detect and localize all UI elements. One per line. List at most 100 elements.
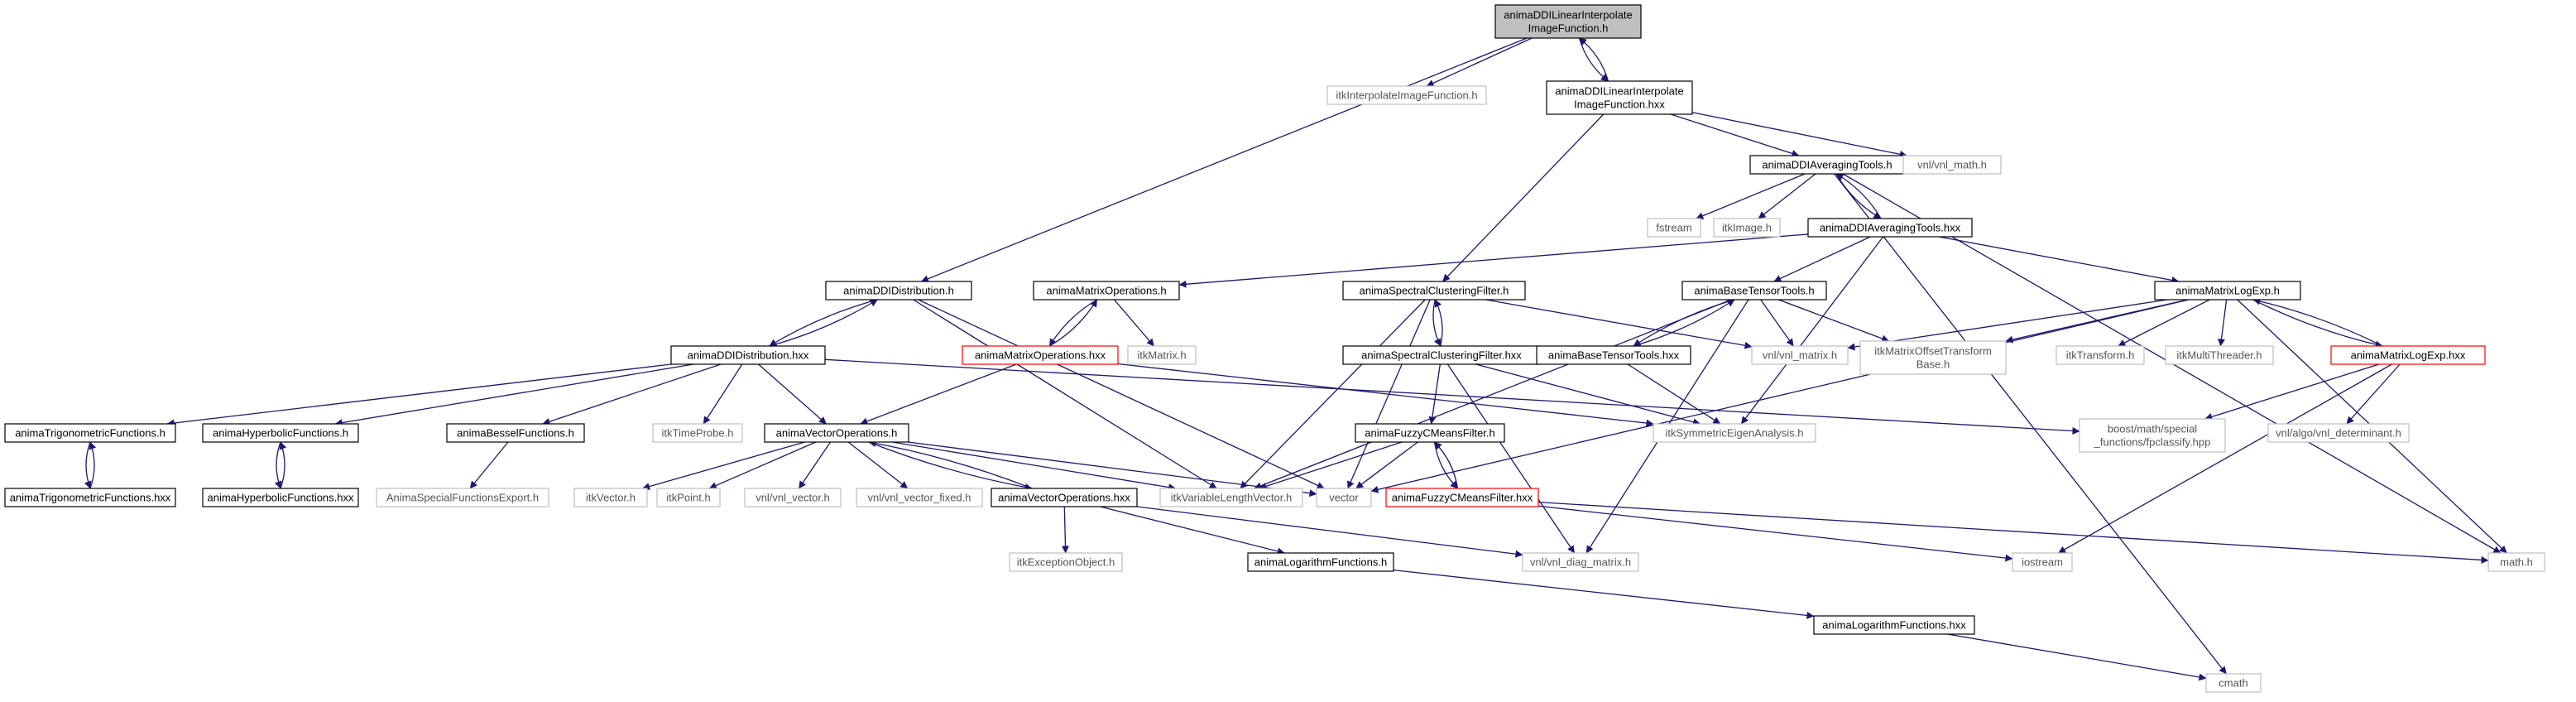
include-edge-avgToolsH-to-itkImage xyxy=(1758,173,1816,219)
file-node-vnlMath: vnl/vnl_math.h xyxy=(1902,155,2002,175)
include-edge-avgToolsH-to-avgToolsHxx xyxy=(1835,173,1882,219)
file-node-logH[interactable]: animaLogarithmFunctions.h xyxy=(1247,552,1394,572)
node-label: vnl/vnl_math.h xyxy=(1917,159,1987,171)
node-box xyxy=(2267,423,2410,443)
include-edge-fuzzyH-to-fuzzyHxx xyxy=(1433,441,1458,489)
include-edge-matOpsH-to-matOpsHxx xyxy=(1048,299,1098,347)
file-node-vnlMatrix: vnl/vnl_matrix.h xyxy=(1751,345,1849,365)
node-label: vnl/vnl_vector.h xyxy=(756,492,830,504)
file-node-matOpsH[interactable]: animaMatrixOperations.h xyxy=(1033,281,1180,301)
node-label: animaTrigonometricFunctions.hxx xyxy=(10,492,171,504)
include-edge-hypHxx-to-hypH xyxy=(279,441,287,489)
node-label: vnl/vnl_matrix.h xyxy=(1763,349,1837,362)
node-label: math.h xyxy=(2500,556,2533,569)
include-edge-fuzzyHxx-to-iostream xyxy=(1537,505,2013,562)
file-node-avgToolsH[interactable]: animaDDIAveragingTools.h xyxy=(1749,155,1905,175)
node-box xyxy=(1385,488,1539,507)
node-box xyxy=(1653,423,1816,443)
include-edge-avgToolsHxx-to-matLogExpH xyxy=(1938,236,2180,284)
file-node-rootHxx[interactable]: animaDDILinearInterpolateImageFunction.h… xyxy=(1546,80,1693,115)
include-edge-matOpsHxx-to-matOpsH xyxy=(1048,299,1098,347)
include-edge-rootHxx-to-vnlMath xyxy=(1691,112,1907,158)
file-node-mathH: math.h xyxy=(2487,552,2545,572)
node-label: AnimaSpecialFunctionsExport.h xyxy=(386,492,539,504)
file-node-fuzzyHxx[interactable]: animaFuzzyCMeansFilter.hxx xyxy=(1385,488,1539,507)
include-edge-vecOpsHxx-to-itkExcept xyxy=(1062,506,1069,554)
include-edge-vecOpsH-to-vnlVector xyxy=(798,441,832,489)
node-box xyxy=(825,281,972,301)
node-label: vnl/algo/vnl_determinant.h xyxy=(2276,427,2401,440)
file-node-vector: vector xyxy=(1316,488,1372,507)
file-node-ddiDistH[interactable]: animaDDIDistribution.h xyxy=(825,281,972,301)
node-label: _functions/fpclassify.hpp xyxy=(2094,436,2211,449)
node-box xyxy=(1751,345,1849,365)
include-edge-matOpsHxx-to-vecOpsH xyxy=(860,363,1017,426)
file-node-besselH[interactable]: animaBesselFunctions.h xyxy=(446,423,585,443)
node-label: animaMatrixOperations.hxx xyxy=(975,349,1106,362)
include-edge-matLogExpH-to-itkMultiThr xyxy=(2218,299,2228,347)
include-edge-ddiDistH-to-itkVarLen xyxy=(913,299,1217,489)
file-node-specClustH[interactable]: animaSpectralClusteringFilter.h xyxy=(1342,281,1526,301)
node-label: cmath xyxy=(2219,677,2247,690)
node-label: animaBaseTensorTools.h xyxy=(1694,285,1814,297)
file-node-vecOpsHxx[interactable]: animaVectorOperations.hxx xyxy=(991,488,1138,507)
node-box xyxy=(1342,281,1526,301)
include-edge-avgToolsHxx-to-avgToolsH xyxy=(1835,173,1882,219)
file-node-baseTensorH[interactable]: animaBaseTensorTools.h xyxy=(1681,281,1827,301)
file-node-hypH[interactable]: animaHyperbolicFunctions.h xyxy=(202,423,359,443)
include-edge-avgToolsHxx-to-itkSymEig xyxy=(1740,236,1884,425)
include-edge-baseTensorH-to-baseTensorHxx xyxy=(1633,299,1735,347)
node-box xyxy=(4,488,176,507)
include-edge-vecOpsHxx-to-vnlDiag xyxy=(1136,506,1523,558)
file-node-matLogExpHxx[interactable]: animaMatrixLogExp.hxx xyxy=(2330,345,2486,365)
node-label: ImageFunction.h xyxy=(1528,22,1609,35)
node-box xyxy=(1127,345,1197,365)
node-box xyxy=(744,488,842,507)
node-box xyxy=(1355,423,1505,443)
node-box xyxy=(2154,281,2301,301)
include-edge-specClustH-to-vector xyxy=(1347,299,1431,489)
include-edge-specClustH-to-specClustHxx xyxy=(1432,299,1442,347)
file-node-trigHxx[interactable]: animaTrigonometricFunctions.hxx xyxy=(4,488,176,507)
include-edge-baseTensorH-to-itkMatOffset xyxy=(1778,299,1890,343)
file-node-itkMatrix: itkMatrix.h xyxy=(1127,345,1197,365)
include-edge-root-to-itkInterp xyxy=(1426,37,1533,87)
file-node-itkMultiThr: itkMultiThreader.h xyxy=(2165,345,2274,365)
include-edge-fuzzyHxx-to-fuzzyH xyxy=(1434,441,1459,489)
file-node-baseTensorHxx[interactable]: animaBaseTensorTools.hxx xyxy=(1536,345,1691,365)
node-label: animaVectorOperations.h xyxy=(776,427,898,440)
file-node-vnlDet: vnl/algo/vnl_determinant.h xyxy=(2267,423,2410,443)
file-node-vecOpsH[interactable]: animaVectorOperations.h xyxy=(764,423,909,443)
include-edge-matLogExpH-to-matLogExpHxx xyxy=(2252,299,2383,349)
node-label: itkVector.h xyxy=(586,492,636,504)
file-node-logHxx[interactable]: animaLogarithmFunctions.hxx xyxy=(1813,615,1975,635)
node-box xyxy=(573,488,648,507)
file-node-ddiDistHxx[interactable]: animaDDIDistribution.hxx xyxy=(670,345,826,365)
node-label: animaVectorOperations.hxx xyxy=(998,492,1130,504)
file-node-vnlDiag: vnl/vnl_diag_matrix.h xyxy=(1522,552,1639,572)
include-edge-vecOpsH-to-vector xyxy=(908,441,1317,498)
node-label: animaDDIDistribution.h xyxy=(843,285,954,297)
node-label: boost/math/special xyxy=(2108,423,2198,435)
file-node-itkTimeProbe: itkTimeProbe.h xyxy=(652,423,743,443)
node-label: animaMatrixOperations.h xyxy=(1046,285,1166,297)
include-edge-logH-to-logHxx xyxy=(1393,570,1815,619)
file-node-trigH[interactable]: animaTrigonometricFunctions.h xyxy=(4,423,176,443)
include-edge-matOpsH-to-itkMatrix xyxy=(1113,299,1155,347)
include-edge-rootHxx-to-root xyxy=(1579,37,1609,82)
include-edge-trigH-to-trigHxx xyxy=(84,441,92,489)
include-edge-fuzzyH-to-vector xyxy=(1355,441,1418,489)
file-node-matLogExpH[interactable]: animaMatrixLogExp.h xyxy=(2154,281,2301,301)
node-label: animaMatrixLogExp.hxx xyxy=(2351,349,2466,362)
file-node-matOpsHxx[interactable]: animaMatrixOperations.hxx xyxy=(962,345,1119,365)
node-label: itkMatrix.h xyxy=(1137,349,1186,362)
file-node-fuzzyH[interactable]: animaFuzzyCMeansFilter.h xyxy=(1355,423,1505,443)
file-node-hypHxx[interactable]: animaHyperbolicFunctions.hxx xyxy=(202,488,359,507)
include-edge-rootHxx-to-avgToolsH xyxy=(1670,113,1800,157)
node-box xyxy=(446,423,585,443)
file-node-avgToolsHxx[interactable]: animaDDIAveragingTools.hxx xyxy=(1807,218,1973,238)
node-label: animaTrigonometricFunctions.h xyxy=(15,427,165,440)
file-node-specClustHxx[interactable]: animaSpectralClusteringFilter.hxx xyxy=(1342,345,1541,365)
node-box xyxy=(1859,340,2007,375)
